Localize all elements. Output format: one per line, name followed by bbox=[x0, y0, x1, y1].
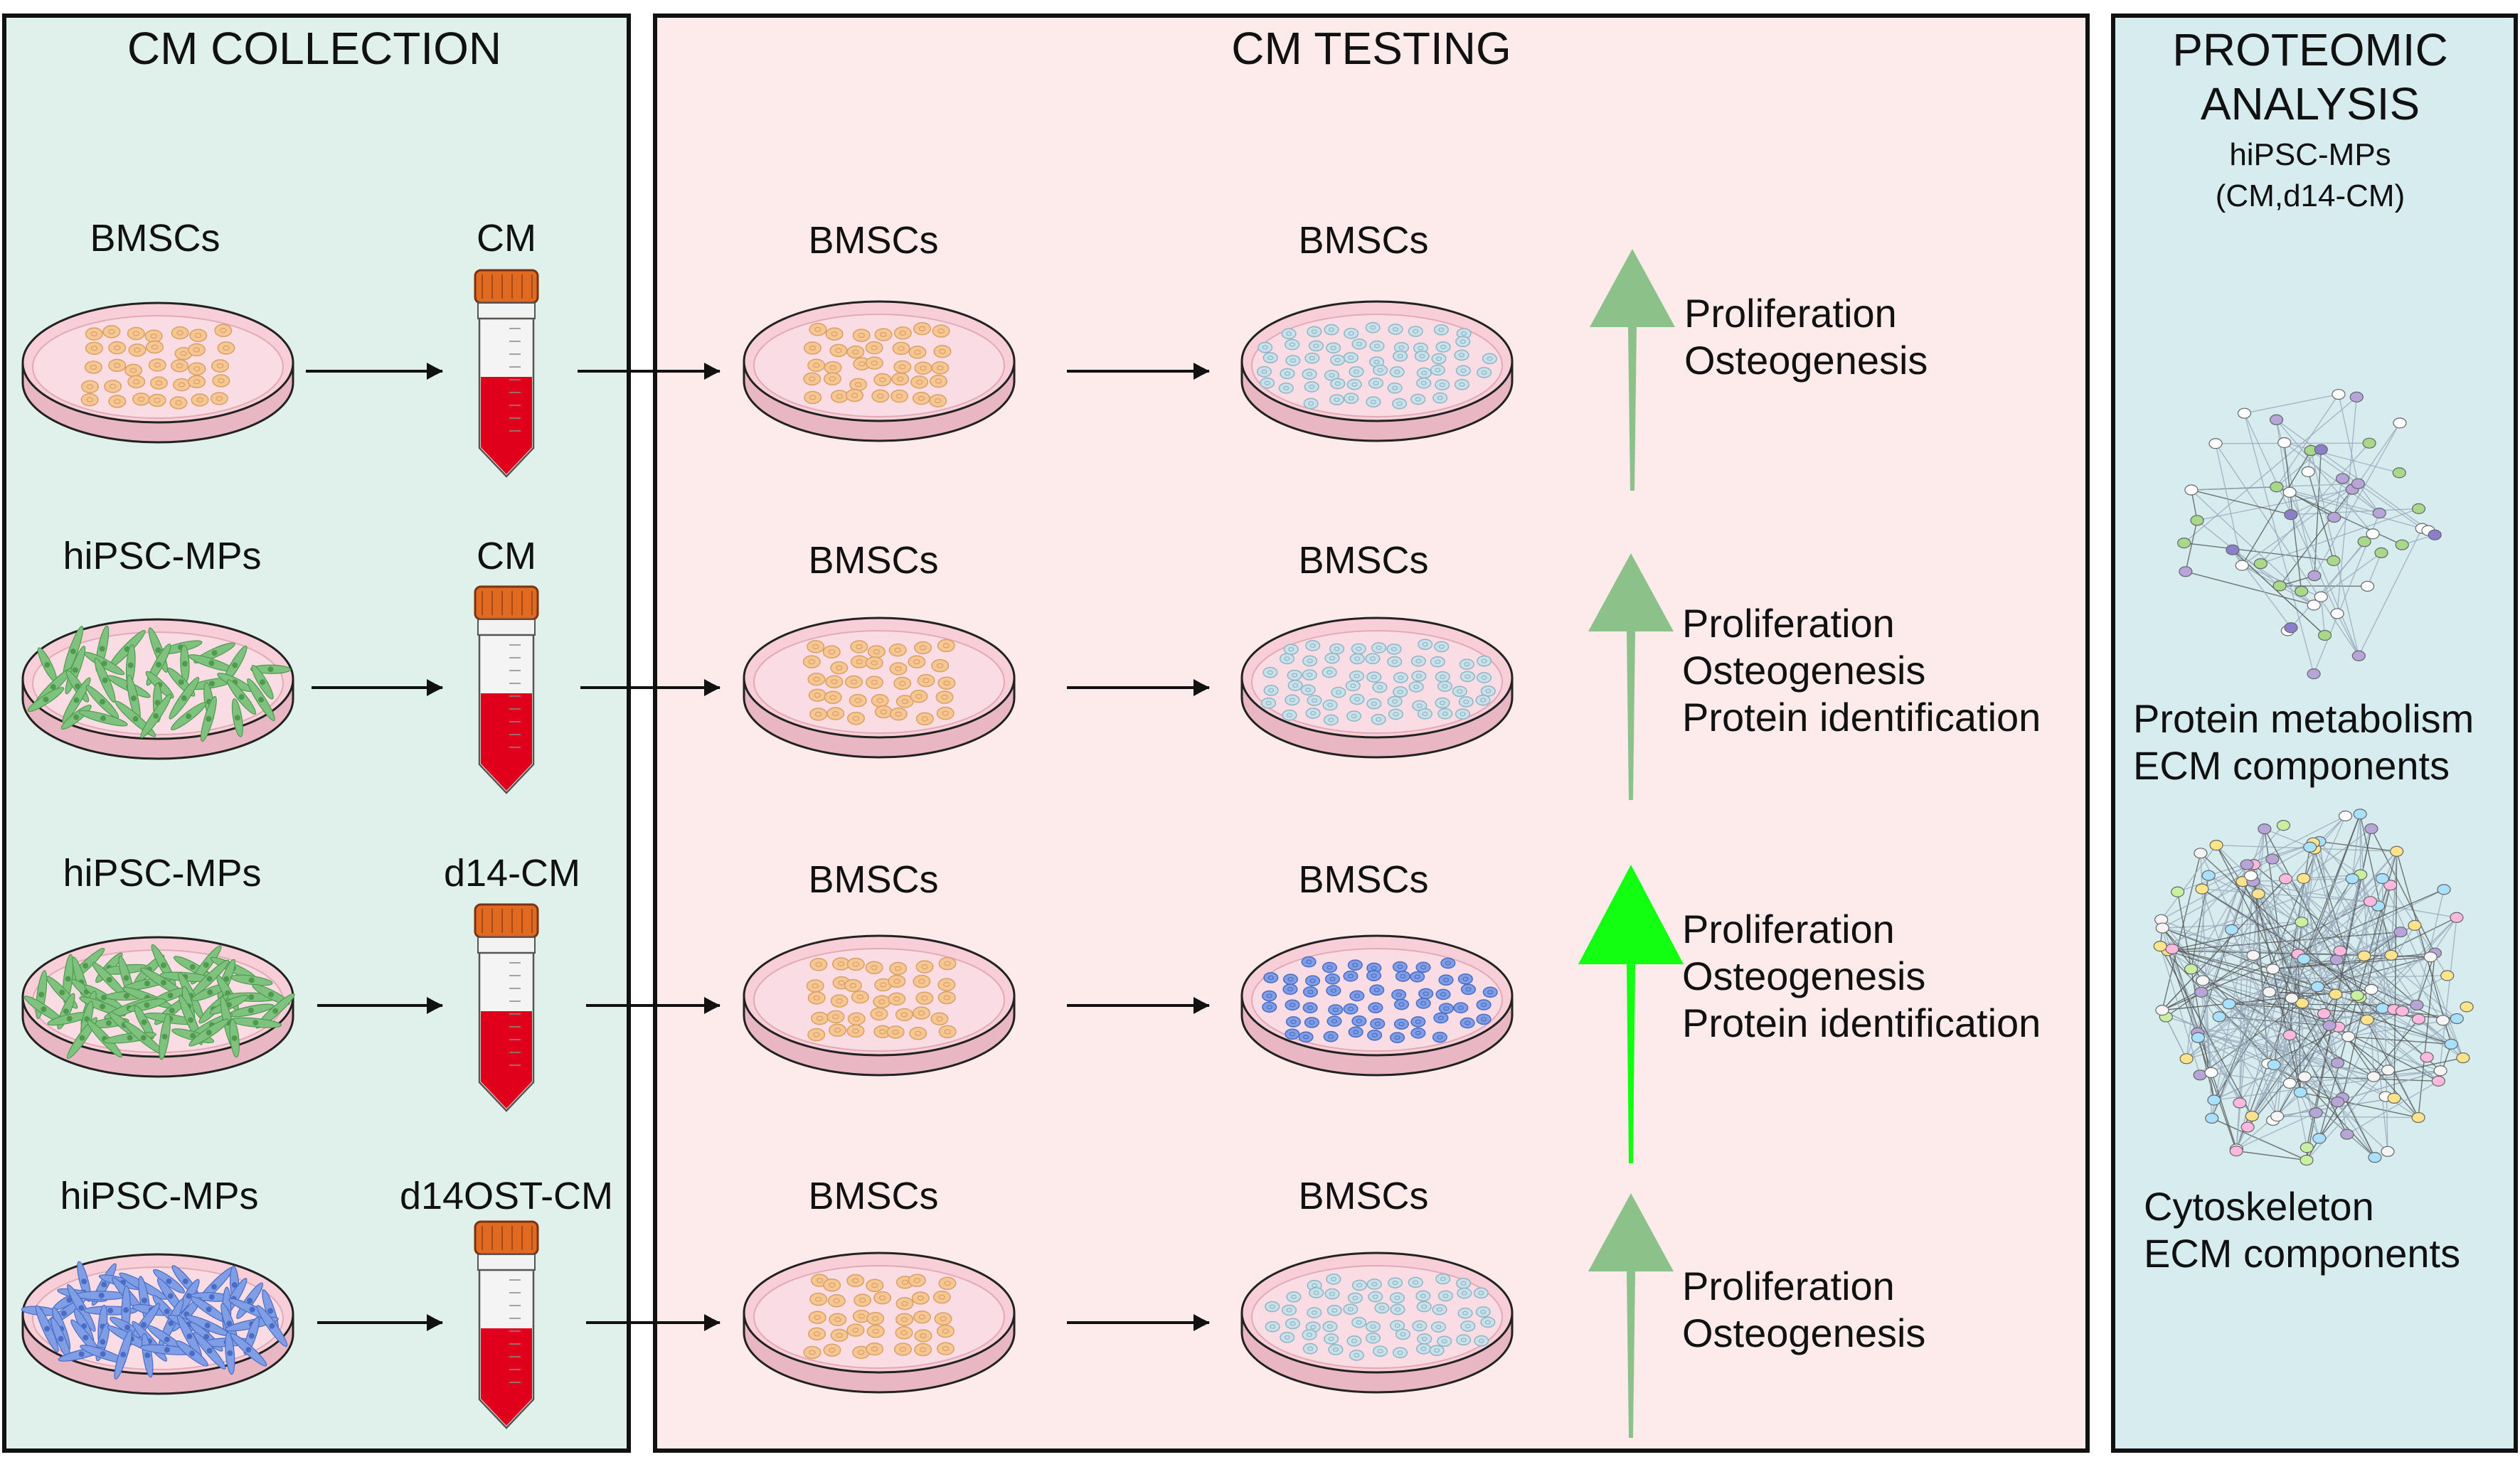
outcome-2-2: Osteogenesis bbox=[1682, 648, 1925, 693]
up-arrow-1 bbox=[1590, 249, 1675, 491]
outcome-2-1: Proliferation bbox=[1682, 601, 1895, 646]
proteomic-subtitle-line2: (CM,d14-CM) bbox=[2216, 178, 2405, 213]
cm-tube-3 bbox=[474, 903, 539, 1112]
testing-dish-after-1 bbox=[1240, 300, 1514, 442]
testing-dish-before-4 bbox=[743, 1252, 1016, 1394]
proteomic-subtitle-line1: hiPSC-MPs bbox=[2229, 137, 2391, 172]
collection-cm-label-2: CM bbox=[477, 535, 536, 577]
testing-dish-before-2 bbox=[743, 617, 1016, 759]
outcome-4-2: Osteogenesis bbox=[1682, 1311, 1925, 1355]
testing-title: CM TESTING bbox=[1231, 23, 1511, 74]
collection-dish-1 bbox=[21, 302, 294, 444]
outcome-4-1: Proliferation bbox=[1682, 1264, 1895, 1308]
collection-title: CM COLLECTION bbox=[127, 23, 501, 74]
protein-network-2 bbox=[2153, 809, 2474, 1166]
testing-dish-before-3 bbox=[743, 934, 1016, 1077]
up-arrow-3 bbox=[1578, 865, 1684, 1163]
collection-source-label-1: BMSCs bbox=[90, 217, 220, 260]
collection-cm-label-1: CM bbox=[477, 217, 536, 260]
testing-after-label-2: BMSCs bbox=[1298, 539, 1428, 582]
collection-dish-2 bbox=[21, 618, 294, 760]
testing-after-label-3: BMSCs bbox=[1298, 858, 1428, 901]
up-arrow-4 bbox=[1588, 1193, 1674, 1438]
testing-after-label-1: BMSCs bbox=[1298, 219, 1428, 262]
collection-source-label-2: hiPSC-MPs bbox=[63, 535, 261, 577]
network1-label-2: ECM components bbox=[2133, 743, 2450, 788]
network2-label-2: ECM components bbox=[2144, 1231, 2460, 1276]
outcome-3-2: Osteogenesis bbox=[1682, 954, 1925, 998]
outcome-1-2: Osteogenesis bbox=[1684, 338, 1928, 383]
testing-dish-after-4 bbox=[1240, 1252, 1514, 1394]
collection-dish-3 bbox=[21, 936, 295, 1078]
testing-before-label-3: BMSCs bbox=[808, 858, 938, 901]
collection-cm-label-4: d14OST-CM bbox=[400, 1175, 613, 1217]
outcome-3-3: Protein identification bbox=[1682, 1001, 2041, 1045]
up-arrow-2 bbox=[1588, 553, 1674, 800]
proteomic-title-line1: PROTEOMIC bbox=[2172, 24, 2448, 75]
testing-dish-after-3 bbox=[1240, 934, 1514, 1077]
testing-before-label-4: BMSCs bbox=[808, 1175, 938, 1217]
network1-label-1: Protein metabolism bbox=[2133, 696, 2474, 741]
proteomic-title-line2: ANALYSIS bbox=[2201, 78, 2420, 129]
cm-tube-2 bbox=[474, 585, 539, 794]
collection-source-label-3: hiPSC-MPs bbox=[63, 852, 261, 895]
testing-before-label-1: BMSCs bbox=[808, 219, 938, 262]
proteomic-panel bbox=[2111, 14, 2518, 1453]
outcome-1-1: Proliferation bbox=[1684, 291, 1897, 336]
collection-source-label-4: hiPSC-MPs bbox=[60, 1175, 258, 1217]
protein-network-1 bbox=[2177, 388, 2442, 680]
testing-before-label-2: BMSCs bbox=[808, 539, 938, 582]
testing-dish-before-1 bbox=[743, 300, 1016, 442]
network2-label-1: Cytoskeleton bbox=[2144, 1184, 2374, 1229]
outcome-3-1: Proliferation bbox=[1682, 907, 1895, 951]
collection-dish-4 bbox=[21, 1253, 294, 1395]
cm-tube-1 bbox=[474, 269, 539, 478]
outcome-2-3: Protein identification bbox=[1682, 695, 2041, 740]
collection-cm-label-3: d14-CM bbox=[444, 852, 580, 895]
testing-after-label-4: BMSCs bbox=[1298, 1175, 1428, 1217]
testing-dish-after-2 bbox=[1240, 617, 1514, 759]
cm-tube-4 bbox=[474, 1220, 539, 1429]
